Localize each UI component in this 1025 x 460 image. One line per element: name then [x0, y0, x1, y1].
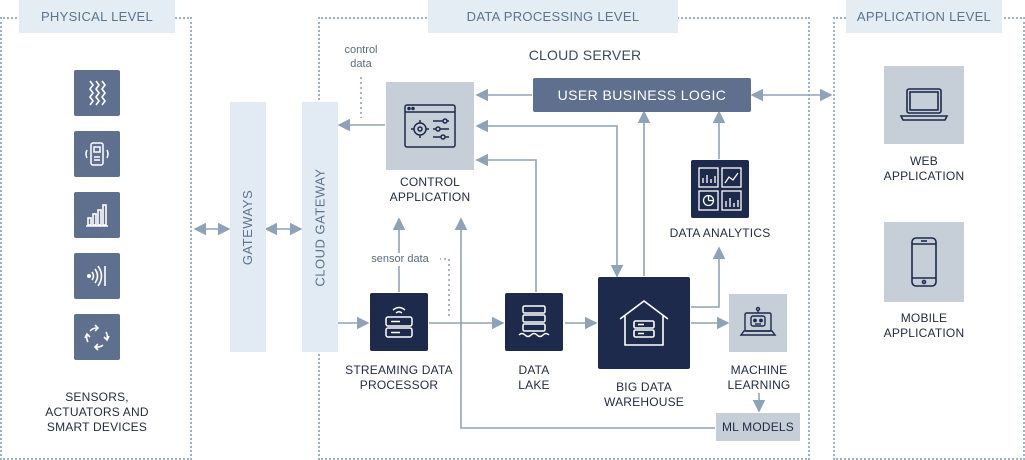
web-app-label-1: WEB: [910, 154, 938, 168]
database-waves-icon: [518, 305, 550, 338]
ml-label-2: LEARNING: [727, 378, 791, 392]
user-business-logic-label: USER BUSINESS LOGIC: [557, 87, 727, 103]
arrow-warehouse-analytics: [691, 246, 726, 308]
control-app-label-2: APPLICATION: [389, 190, 471, 204]
application-level-header: APPLICATION LEVEL: [846, 0, 1002, 33]
gateways-column: GATEWAYS: [230, 102, 266, 352]
warehouse-label-1: BIG DATA: [616, 380, 672, 394]
control-data-label-2: data: [350, 58, 372, 70]
arrow-warehouse-control: [475, 119, 624, 278]
web-application-box: [884, 66, 964, 144]
control-data-label-1: control: [344, 44, 378, 56]
ml-models-box: ML MODELS: [716, 413, 800, 441]
sensors-label-1: SENSORS,: [65, 390, 129, 404]
data-analytics-box: [691, 160, 749, 218]
cloud-server-title: CLOUD SERVER: [528, 47, 642, 63]
server-wifi-icon: [385, 306, 413, 338]
warehouse-icon: [619, 300, 669, 346]
thermostat-icon: [74, 131, 120, 177]
signal-bars-icon: [74, 192, 120, 238]
robot-laptop-icon: [739, 306, 777, 336]
cloud-gateway-column: CLOUD GATEWAY: [302, 102, 338, 352]
streaming-label-2: PROCESSOR: [359, 378, 439, 392]
mobile-application-box: [884, 222, 964, 302]
laptop-icon: [899, 88, 949, 121]
rotate-arrows-icon: [74, 314, 120, 360]
warehouse-box: [598, 277, 690, 369]
data-lake-label-1: DATA: [518, 363, 550, 377]
control-app-label-1: CONTROL: [399, 175, 461, 189]
line-mlmodels-return: [460, 323, 715, 429]
sensors-label-3: SMART DEVICES: [46, 420, 148, 434]
physical-level-header: PHYSICAL LEVEL: [19, 0, 175, 33]
smartphone-icon: [911, 237, 937, 287]
wireless-icon: [74, 253, 120, 299]
streaming-processor-box: [370, 293, 428, 351]
control-panel-icon: [404, 104, 456, 148]
data-lake-box: [505, 293, 563, 351]
wave-sensor-icon: [74, 70, 120, 116]
sensors-label-2: ACTUATORS AND: [45, 405, 149, 419]
control-application-box: [386, 82, 474, 170]
ml-models-label: ML MODELS: [721, 420, 795, 434]
data-lake-label-2: LAKE: [518, 378, 550, 392]
warehouse-label-2: WAREHOUSE: [603, 395, 685, 409]
data-analytics-label: DATA ANALYTICS: [669, 226, 771, 240]
sensor-data-label: sensor data: [360, 253, 440, 266]
ml-label-1: MACHINE: [730, 363, 788, 377]
gateways-label: GATEWAYS: [240, 189, 256, 265]
machine-learning-box: [729, 294, 787, 352]
processing-level-header: DATA PROCESSING LEVEL: [428, 0, 678, 33]
web-app-label-2: APPLICATION: [883, 169, 965, 183]
mobile-app-label-1: MOBILE: [900, 311, 948, 325]
analytics-dashboard-icon: [698, 167, 742, 211]
streaming-label-1: STREAMING DATA: [345, 363, 453, 377]
cloud-gateway-label: CLOUD GATEWAY: [312, 167, 328, 287]
mobile-app-label-2: APPLICATION: [883, 326, 965, 340]
user-business-logic-box: USER BUSINESS LOGIC: [533, 78, 751, 112]
